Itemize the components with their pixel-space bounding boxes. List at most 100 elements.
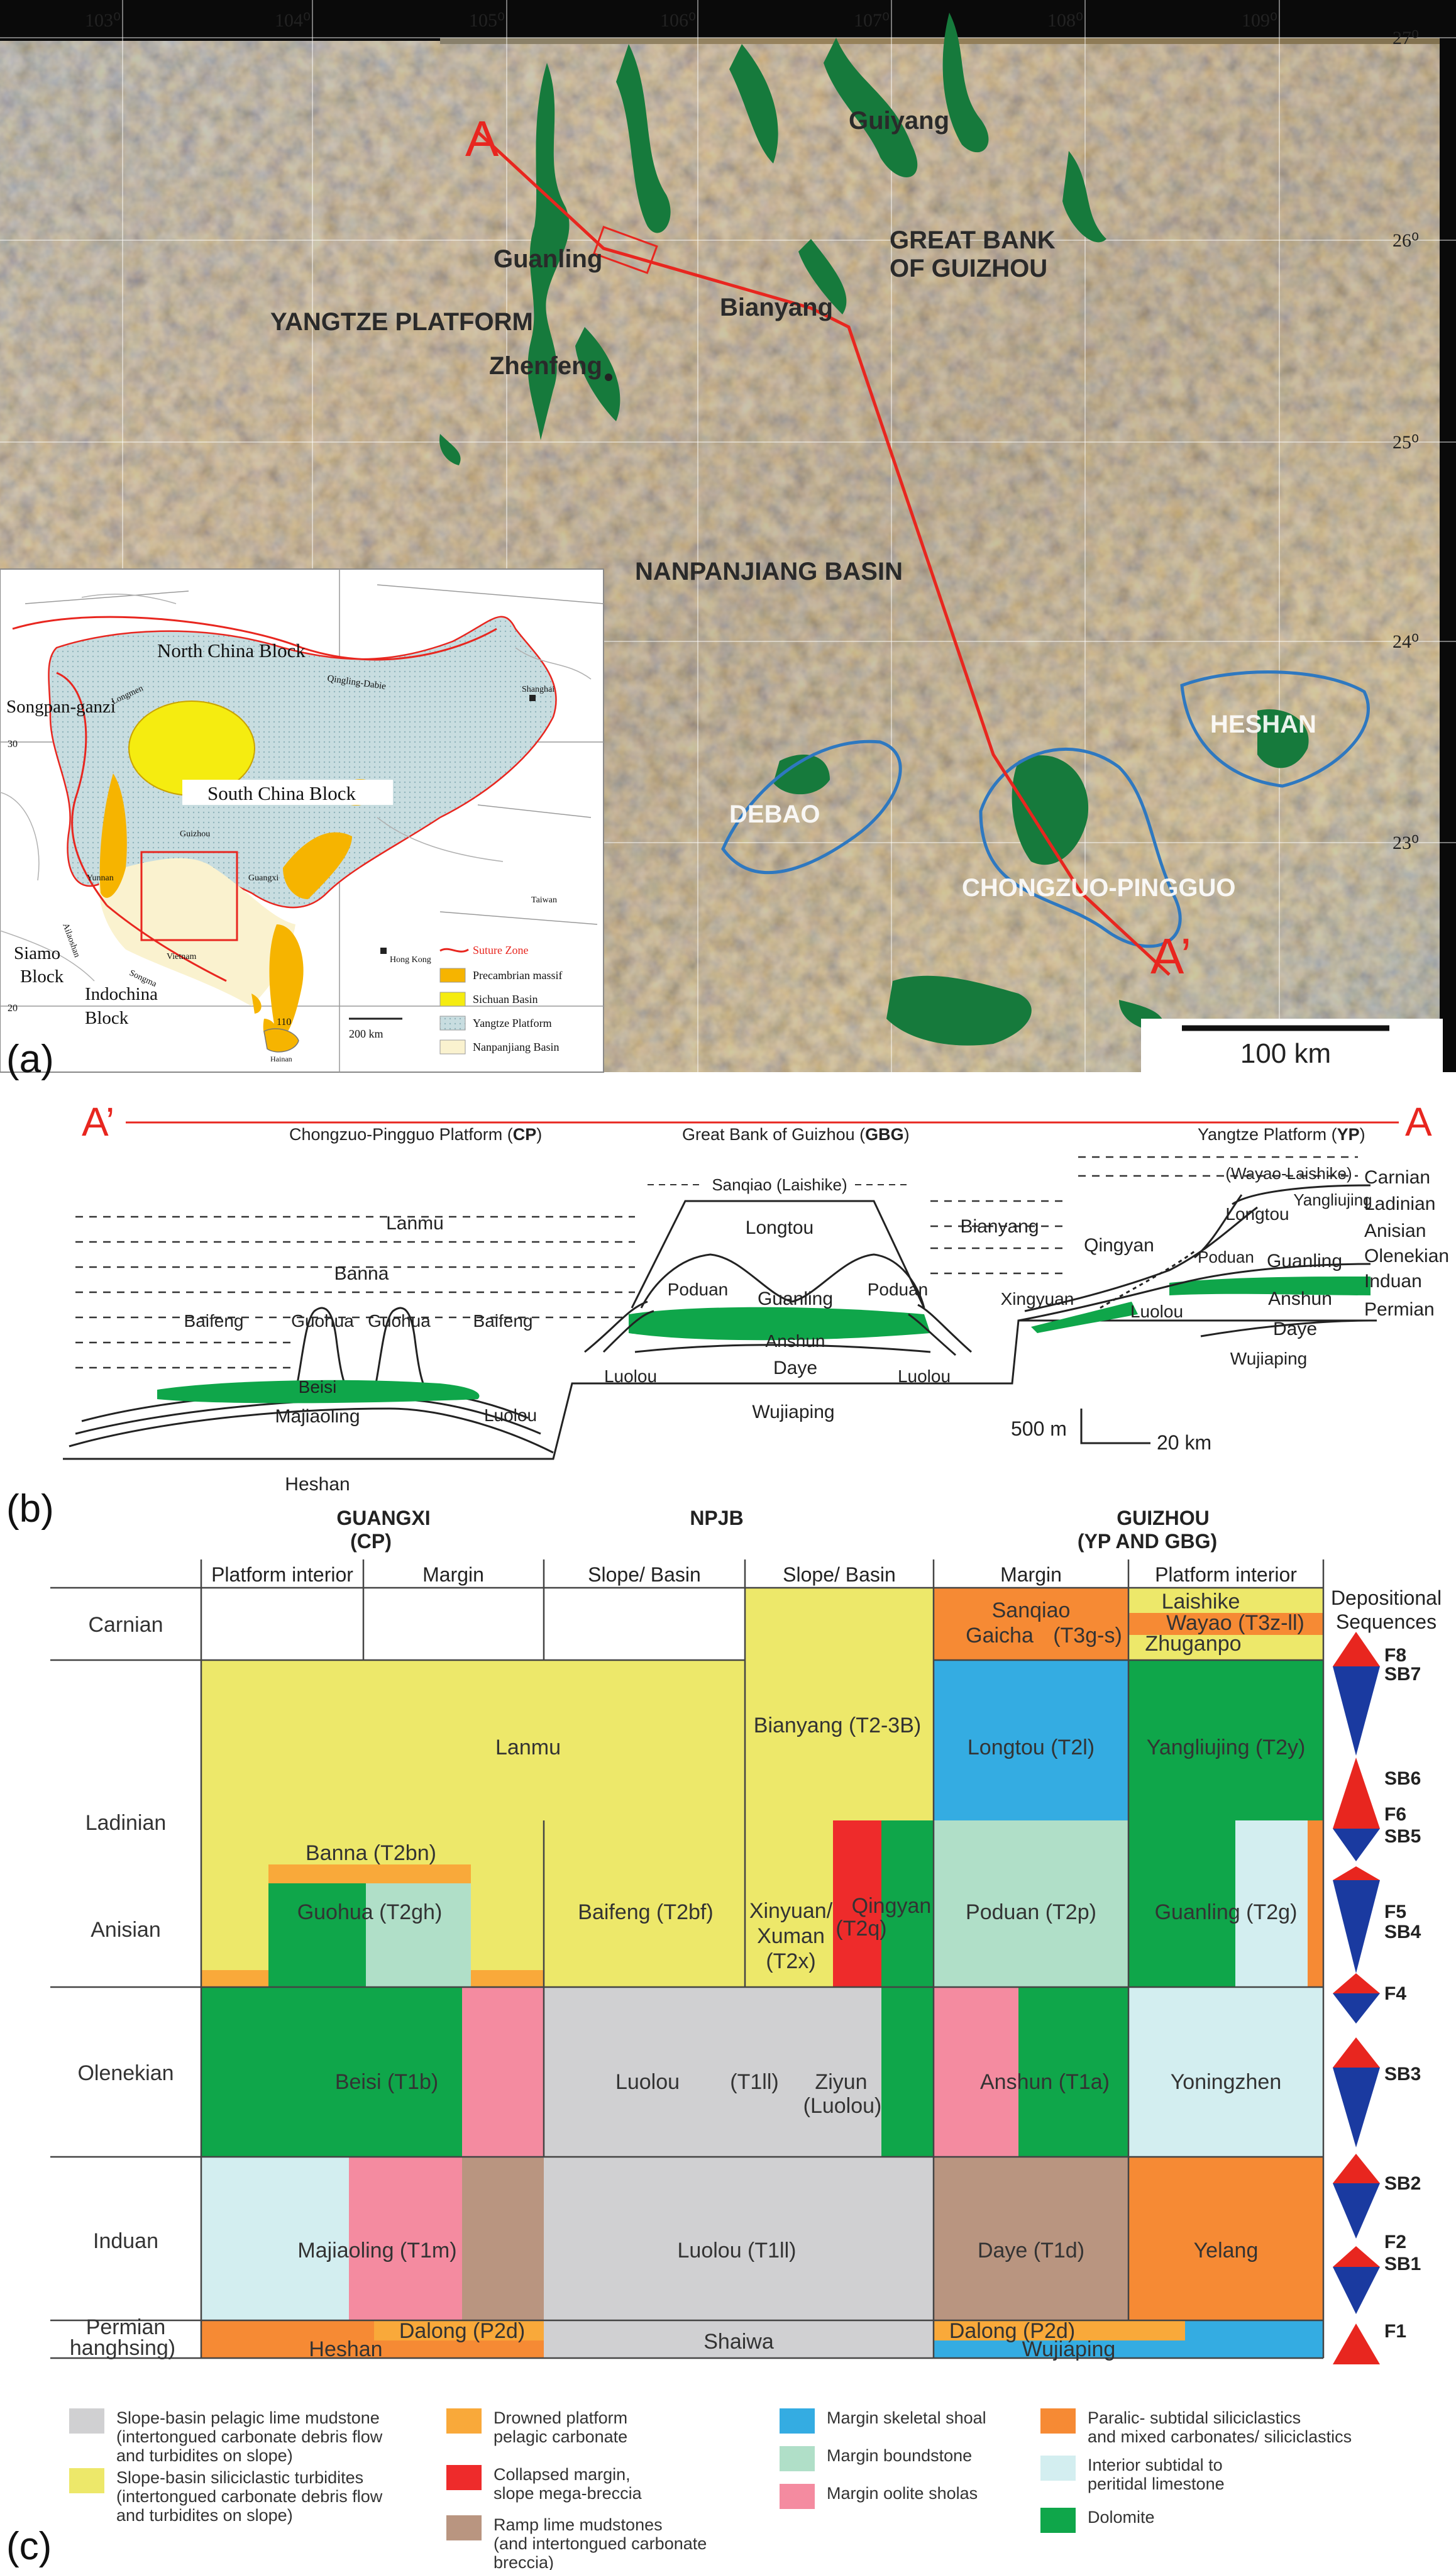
lon-label: 105⁰: [469, 10, 505, 31]
sequence-label: F8: [1384, 1645, 1406, 1666]
legend-label: Slope-basin pelagic lime mudstone: [116, 2408, 380, 2427]
section-guanling-gbg: Guanling: [758, 1288, 833, 1309]
section-anshun-yp: Anshun: [1268, 1288, 1332, 1309]
taiwan-label: Taiwan: [531, 895, 557, 905]
section-stage-label: Permian: [1364, 1299, 1435, 1320]
legend-swatch: [69, 2468, 104, 2493]
section-sanqiao: Sanqiao (Laishike): [712, 1175, 847, 1194]
section-scale-horizontal: 20 km: [1157, 1431, 1211, 1454]
cell-ziyun-1: Ziyun: [815, 2070, 867, 2094]
section-a: A: [1405, 1099, 1432, 1144]
panel-c-table: GUANGXI (CP) NPJB GUIZHOU (YP AND GBG) P…: [6, 1507, 1442, 2570]
panel-a-map: A A’ Guiyang GREAT BANK OF GUIZHOU Guanl…: [0, 0, 1456, 1081]
bianyang-label: Bianyang: [720, 294, 833, 321]
panel-b-cross-section: A’ A Chongzuo-Pingguo Platform (CP) Grea…: [6, 1099, 1449, 1531]
legend-label: peritidal limestone: [1088, 2474, 1225, 2493]
south-china-block-label: South China Block: [207, 782, 356, 804]
section-a-prime: A’: [82, 1099, 114, 1144]
inset-legend-nanpanjiang: Nanpanjiang Basin: [473, 1041, 559, 1053]
section-baifeng-left: Baifeng: [184, 1311, 244, 1331]
column-header: Margin: [1000, 1563, 1062, 1586]
sequence-label: F5: [1384, 1902, 1406, 1922]
great-bank-label-1: GREAT BANK: [890, 226, 1056, 254]
cp-title: Chongzuo-Pingguo Platform (CP): [289, 1125, 542, 1144]
lon-label: 103⁰: [85, 10, 121, 31]
cell-guanling: Guanling (T2g): [1155, 1900, 1298, 1924]
section-beisi: Beisi: [299, 1377, 337, 1397]
cell-yangliujing: Yangliujing (T2y): [1147, 1736, 1306, 1759]
siamo-block-label-1: Siamo: [14, 943, 60, 963]
sequence-label: SB4: [1384, 1922, 1421, 1942]
cell-luolou-olenekian-1: Luolou: [615, 2070, 680, 2094]
cell-bianyang: Bianyang (T2-3B): [754, 1714, 921, 1737]
cell-poduan: Poduan (T2p): [966, 1900, 1096, 1924]
section-poduan-yp: Poduan: [1198, 1248, 1254, 1266]
legend-swatch: [446, 2408, 482, 2434]
hong-kong-label: Hong Kong: [390, 955, 431, 965]
cell-lanmu: Lanmu: [495, 1736, 561, 1759]
depositional-header-1: Depositional: [1331, 1587, 1442, 1609]
cell-sanqiao-1: Sanqiao: [992, 1598, 1071, 1622]
legend-label: slope mega-breccia: [494, 2484, 643, 2503]
legend-label: Drowned platform: [494, 2408, 627, 2427]
cell-sanqiao-2: Gaicha: [966, 1624, 1034, 1648]
cell-luolou-olenekian-2: (T1ll): [730, 2070, 778, 2094]
inset-lat-20: 20: [8, 1003, 18, 1014]
cell-laishike: Laishike: [1162, 1590, 1240, 1614]
cell-longtou: Longtou (T2l): [968, 1736, 1095, 1759]
stage-label: Induan: [93, 2229, 158, 2253]
gbg-title: Great Bank of Guizhou (GBG): [682, 1125, 910, 1144]
legend-label: and turbidites on slope): [116, 2506, 293, 2525]
zhenfeng-label: Zhenfeng: [489, 352, 602, 380]
legend-label: Paralic- subtidal siliciclastics: [1088, 2408, 1301, 2427]
section-luolou-gbg-left: Luolou: [604, 1366, 657, 1386]
stage-label: Anisian: [91, 1918, 161, 1942]
lon-label: 109⁰: [1242, 10, 1277, 31]
guangxi-label: Guangxi: [248, 873, 279, 883]
cell-xinyuan-2: Xuman: [757, 1924, 825, 1948]
legend-label: (and intertongued carbonate: [494, 2534, 707, 2553]
legend-label: Interior subtidal to: [1088, 2456, 1223, 2474]
legend-swatch: [1040, 2508, 1076, 2533]
legend-label: breccia): [494, 2553, 554, 2570]
section-poduan-right: Poduan: [868, 1280, 929, 1299]
region-guizhou-1: GUIZHOU: [1117, 1507, 1210, 1529]
legend-swatch: [780, 2446, 815, 2471]
column-header: Platform interior: [211, 1563, 353, 1586]
stage-label: Olenekian: [77, 2061, 174, 2085]
column-header: Slope/ Basin: [588, 1563, 701, 1586]
lat-label: 25⁰: [1393, 432, 1419, 453]
panel-c-label: (c): [6, 2525, 52, 2568]
inset-legend-suture: Suture Zone: [473, 944, 528, 956]
lat-label: 23⁰: [1393, 833, 1419, 853]
facies-legend: Slope-basin pelagic lime mudstone(intert…: [69, 2408, 1352, 2570]
sequence-label: SB6: [1384, 1768, 1421, 1789]
section-heshan: Heshan: [285, 1474, 350, 1495]
cell-yelang: Yelang: [1194, 2239, 1259, 2263]
debao-label: DEBAO: [729, 800, 820, 828]
section-longtou-gbg: Longtou: [746, 1217, 813, 1238]
panel-b-label: (b): [6, 1487, 54, 1531]
section-qingyan: Qingyan: [1084, 1235, 1154, 1256]
section-lanmu: Lanmu: [386, 1213, 444, 1234]
cell-qingyan-2: (T2q): [836, 1917, 886, 1941]
section-luolou-yp: Luolou: [1130, 1302, 1183, 1321]
section-baifeng-right: Baifeng: [473, 1311, 533, 1331]
depositional-header-2: Sequences: [1336, 1610, 1437, 1633]
legend-label: pelagic carbonate: [494, 2427, 627, 2446]
sequence-label: F2: [1384, 2232, 1406, 2252]
region-guangxi-2: (CP): [350, 1530, 392, 1553]
inset-map: North China Block Songpan-ganzi South Ch…: [0, 568, 604, 1073]
section-stage-label: Carnian: [1364, 1167, 1430, 1188]
nanpanjiang-basin-label: NANPANJIANG BASIN: [635, 558, 903, 585]
inset-legend: Suture Zone Precambrian massif Sichuan B…: [439, 944, 562, 1055]
sequence-label: F4: [1384, 1983, 1406, 2004]
section-stage-label: Ladinian: [1364, 1194, 1435, 1214]
lon-label: 106⁰: [660, 10, 696, 31]
cell-banna: Banna (T2bn): [306, 1841, 436, 1865]
region-npjb: NPJB: [690, 1507, 743, 1529]
region-guangxi-1: GUANGXI: [336, 1507, 430, 1529]
inset-legend-yangtze: Yangtze Platform: [473, 1017, 552, 1029]
legend-label: and turbidites on slope): [116, 2446, 293, 2465]
